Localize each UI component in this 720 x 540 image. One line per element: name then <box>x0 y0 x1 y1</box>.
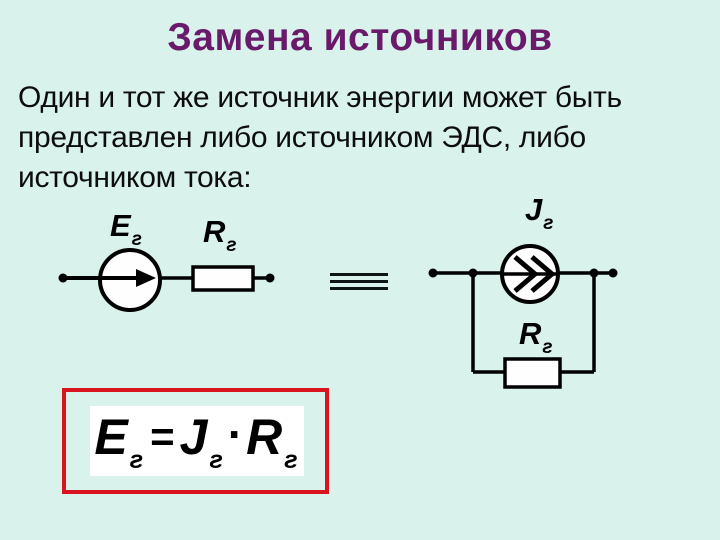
resistor-body <box>191 265 255 292</box>
equivalence-icon <box>330 273 388 294</box>
formula: E г = J г · R г <box>90 406 304 476</box>
formula-lhs-sub: г <box>129 446 144 474</box>
emf-source-circuit <box>58 248 275 312</box>
current-resistor-label-sub: г <box>542 337 553 358</box>
formula-rhs1: J <box>179 409 208 465</box>
formula-rhs1-sub: г <box>209 446 223 474</box>
page-title: Замена источников <box>167 16 553 59</box>
chevron-right-icon <box>530 255 556 293</box>
body-text: Один и тот же источник энергии может быт… <box>18 78 622 198</box>
resistor-body <box>503 357 562 389</box>
emf-arrow-head-icon <box>136 269 156 287</box>
terminal-dot <box>428 268 438 278</box>
current-label-sub: г <box>543 213 554 234</box>
equivalence-bar <box>330 287 388 290</box>
emf-source-label: Eг <box>110 208 142 250</box>
emf-label-main: E <box>110 208 131 243</box>
chevron-right-icon <box>513 255 539 293</box>
current-source-label: Jг <box>525 192 553 234</box>
emf-label-sub: г <box>131 229 142 250</box>
current-label-main: J <box>525 192 543 227</box>
formula-equals: = <box>150 413 175 460</box>
emf-resistor-label-main: R <box>203 214 226 249</box>
formula-rhs2-sub: г <box>284 446 298 474</box>
body-line: Один и тот же источник энергии может быт… <box>18 81 622 114</box>
terminal-dot <box>58 273 68 283</box>
formula-lhs: E <box>94 409 128 465</box>
emf-resistor-label-sub: г <box>226 235 237 256</box>
body-line: источником тока: <box>18 161 252 194</box>
body-line: представлен либо источником ЭДС, либо <box>18 121 586 154</box>
formula-box: E г = J г · R г <box>62 388 329 494</box>
terminal-dot <box>608 268 618 278</box>
junction-dot <box>589 268 599 278</box>
emf-resistor-label: Rг <box>203 214 237 256</box>
junction-dot <box>468 268 478 278</box>
formula-rhs2: R <box>246 409 283 465</box>
equivalence-bar <box>330 280 388 283</box>
current-source-circuit <box>428 244 618 389</box>
current-resistor-label-main: R <box>519 316 542 351</box>
current-resistor-label: Rг <box>519 316 553 358</box>
formula-dot: · <box>227 408 244 460</box>
equivalence-bar <box>330 273 388 276</box>
terminal-dot <box>265 273 275 283</box>
